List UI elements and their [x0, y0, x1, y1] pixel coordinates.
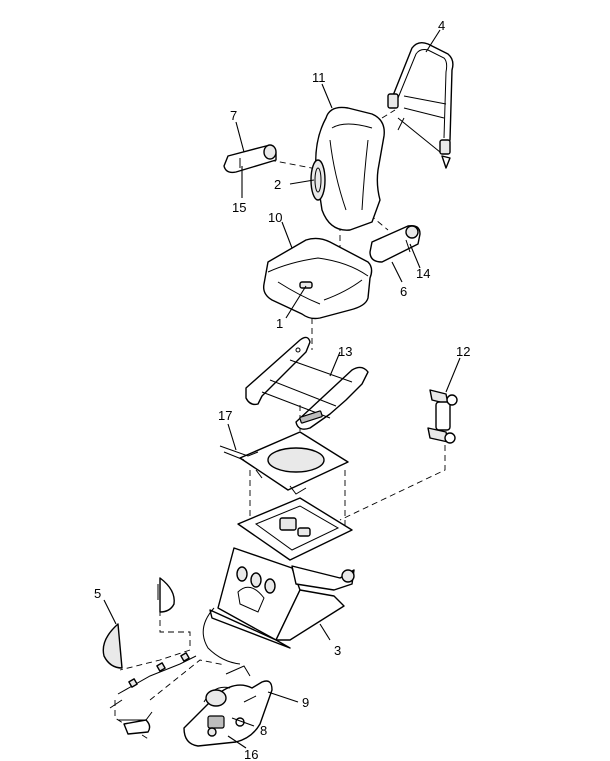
- part-swivel-plate: [219, 431, 349, 495]
- callout-17: 17: [218, 408, 232, 423]
- callout-9: 9: [302, 695, 309, 710]
- part-control-console: [183, 665, 273, 747]
- callout-5: 5: [94, 586, 101, 601]
- callout-10: 10: [268, 210, 282, 225]
- callout-8: 8: [260, 723, 267, 738]
- callout-12: 12: [456, 344, 470, 359]
- callout-labels: 1 2 3 4 5 6 7 8 9 10 11 12 13 14 15 16 1…: [94, 18, 470, 761]
- leader-lines: [103, 29, 461, 749]
- part-suspension-top-plate: [237, 497, 353, 561]
- part-suspension-base: [209, 547, 355, 649]
- callout-2: 2: [274, 177, 281, 192]
- part-left-armrest: [223, 144, 277, 174]
- callout-11: 11: [312, 70, 326, 85]
- callout-6: 6: [400, 284, 407, 299]
- callout-4: 4: [438, 18, 445, 33]
- assembly-guide-lines: [114, 109, 446, 741]
- part-seat-cushion: [262, 237, 373, 320]
- callout-16: 16: [244, 747, 258, 761]
- part-seat-slide-rails: [245, 336, 369, 430]
- callout-3: 3: [334, 643, 341, 658]
- part-right-armrest: [369, 224, 421, 263]
- callout-1: 1: [276, 316, 283, 331]
- callout-14: 14: [416, 266, 430, 281]
- callout-7: 7: [230, 108, 237, 123]
- callout-15: 15: [232, 200, 246, 215]
- part-seat-back-cushion: [310, 106, 385, 231]
- part-half-round-shield: [102, 577, 175, 669]
- part-shock-absorber: [427, 389, 458, 444]
- callout-13: 13: [338, 344, 352, 359]
- part-cable-harness: [109, 607, 241, 735]
- part-backrest-frame: [387, 41, 454, 169]
